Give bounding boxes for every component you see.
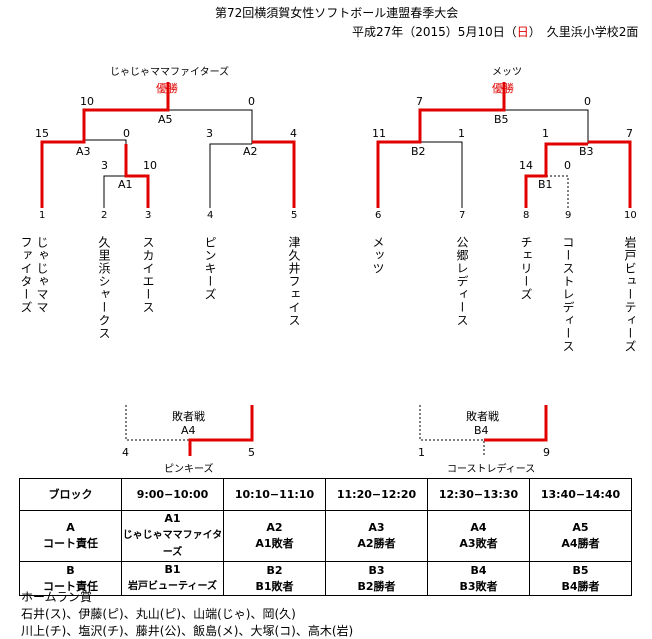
left-semi-id: A3 bbox=[76, 145, 91, 158]
team-name: チェリーズ bbox=[519, 236, 533, 301]
consolation-left-dashed bbox=[125, 405, 190, 441]
date-day: 日 bbox=[516, 25, 529, 39]
left-champion-label: 優勝 bbox=[156, 82, 178, 95]
schedule-header-cell: ブロック bbox=[19, 478, 122, 511]
right-champion-label: 優勝 bbox=[492, 82, 514, 95]
team-number: 7 bbox=[459, 210, 466, 221]
right-first-score-left: 14 bbox=[519, 159, 533, 172]
left-first-score-left: 3 bbox=[101, 159, 108, 172]
consolation-right-id: B4 bbox=[474, 424, 489, 437]
right-final-id: B5 bbox=[494, 113, 509, 126]
schedule-header-row: ブロック 9:00−10:00 10:10−11:10 11:20−12:20 … bbox=[19, 478, 632, 511]
right-final-score-right: 0 bbox=[584, 95, 591, 108]
schedule-header-cell: 10:10−11:10 bbox=[223, 478, 326, 511]
team-number: 6 bbox=[375, 210, 382, 221]
left-final-id: A5 bbox=[158, 113, 173, 126]
team-number: 3 bbox=[145, 210, 152, 221]
event-date-venue: 平成27年（2015）5月10日（日） 久里浜小学校2面 bbox=[352, 25, 639, 39]
consolation-right-dashed bbox=[419, 405, 485, 456]
schedule-header-cell: 12:30−13:30 bbox=[427, 478, 530, 511]
team-number: 2 bbox=[101, 210, 108, 221]
team-name-line2: ファイターズ bbox=[19, 236, 33, 314]
right-final-score-left: 7 bbox=[416, 95, 423, 108]
consolation-right-red bbox=[484, 405, 548, 442]
consolation-left-winner: ピンキーズ bbox=[164, 464, 214, 475]
team-number: 8 bbox=[523, 210, 530, 221]
left-first-score-right: 10 bbox=[143, 159, 157, 172]
consolation-left-no-left: 4 bbox=[122, 446, 129, 459]
schedule-header-cell: 13:40−14:40 bbox=[529, 478, 632, 511]
consolation-right-label: 敗者戦 bbox=[466, 410, 499, 423]
left-champion-team: じゃじゃママファイターズ bbox=[110, 67, 230, 78]
left-semi-score-left: 15 bbox=[35, 127, 49, 140]
consolation-left-id: A4 bbox=[181, 424, 196, 437]
consolation-left-no-right: 5 bbox=[248, 446, 255, 459]
left-final-score-left: 10 bbox=[80, 95, 94, 108]
homerun-title: ホームラン賞 bbox=[21, 590, 93, 604]
consolation-left-red bbox=[188, 405, 254, 456]
schedule-table: ブロック 9:00−10:00 10:10−11:10 11:20−12:20 … bbox=[19, 478, 632, 596]
right-semi-id: B2 bbox=[411, 145, 426, 158]
team-name: 公郷レディース bbox=[455, 236, 469, 327]
schedule-header-cell: 11:20−12:20 bbox=[325, 478, 428, 511]
left-semi2-score-left: 3 bbox=[206, 127, 213, 140]
right-bracket-red-lines bbox=[376, 82, 632, 208]
consolation-right-no-left: 1 bbox=[418, 446, 425, 459]
left-semi2-id: A2 bbox=[243, 145, 258, 158]
right-first-score-right: 0 bbox=[564, 159, 571, 172]
left-semi2-score-right: 4 bbox=[290, 127, 297, 140]
team-number: 10 bbox=[624, 210, 637, 221]
right-semi2-score-right: 7 bbox=[626, 127, 633, 140]
team-name: メッツ bbox=[371, 236, 385, 275]
right-first-id: B1 bbox=[538, 178, 553, 191]
right-semi2-score-left: 1 bbox=[542, 127, 549, 140]
consolation-left-label: 敗者戦 bbox=[172, 410, 205, 423]
left-final-score-right: 0 bbox=[248, 95, 255, 108]
team-name: ピンキーズ bbox=[203, 236, 217, 301]
team-number: 5 bbox=[291, 210, 298, 221]
right-champion-team: メッツ bbox=[492, 67, 522, 78]
team-name: 津久井フェイス bbox=[287, 236, 301, 327]
page-title: 第72回横須賀女性ソフトボール連盟春季大会 bbox=[215, 6, 459, 20]
team-number: 4 bbox=[207, 210, 214, 221]
team-name: 岩戸ビューティーズ bbox=[623, 236, 637, 353]
right-bracket-dashed-lines bbox=[461, 142, 569, 208]
right-semi-score-right: 1 bbox=[458, 127, 465, 140]
consolation-right-no-right: 9 bbox=[543, 446, 550, 459]
schedule-header-cell: 9:00−10:00 bbox=[121, 478, 224, 511]
left-first-id: A1 bbox=[118, 178, 133, 191]
team-number: 9 bbox=[565, 210, 572, 221]
right-semi2-id: B3 bbox=[579, 145, 594, 158]
right-semi-score-left: 11 bbox=[372, 127, 386, 140]
homerun-line-1: 石井(ス)、伊藤(ピ)、丸山(ピ)、山端(じゃ)、岡(久) bbox=[21, 607, 296, 621]
consolation-right-winner: コーストレディース bbox=[447, 464, 536, 475]
left-bracket-red-lines bbox=[40, 82, 296, 208]
team-name: じゃじゃママ bbox=[35, 236, 49, 314]
homerun-line-2: 川上(チ)、塩沢(チ)、藤井(公)、飯島(メ)、大塚(コ)、高木(岩) bbox=[21, 624, 354, 638]
team-name: スカイエース bbox=[141, 236, 155, 314]
left-semi-score-right: 0 bbox=[123, 127, 130, 140]
team-name: コーストレディース bbox=[561, 236, 575, 353]
team-name: 久里浜シャークス bbox=[97, 236, 111, 340]
team-number: 1 bbox=[39, 210, 46, 221]
